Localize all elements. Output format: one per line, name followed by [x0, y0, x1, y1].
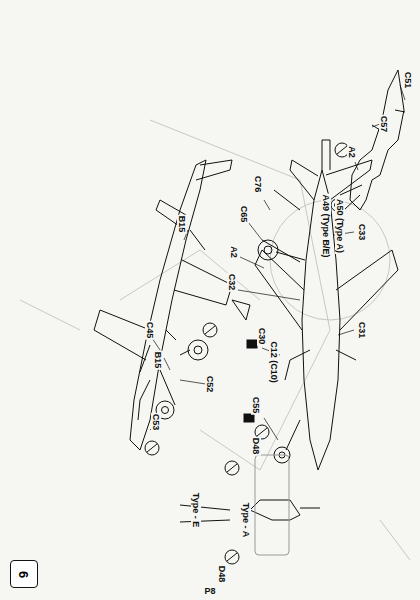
step-number-box: 6: [10, 560, 38, 588]
callout-label: C55: [251, 396, 261, 415]
callout-label: C33: [357, 223, 367, 242]
callout-label: C31: [357, 321, 367, 340]
step-number: 6: [16, 570, 31, 577]
callout-label: C76: [253, 175, 263, 194]
page-number: P8: [203, 586, 216, 596]
callout-label: Type - A: [241, 502, 251, 539]
callout-label: A2: [229, 245, 239, 259]
callout-label: C53: [151, 413, 161, 432]
callout-label: C12 (C10): [269, 340, 279, 384]
callout-label: C51: [403, 71, 413, 90]
callout-label: A2: [347, 145, 357, 159]
callout-label: A50 (Type A): [335, 198, 345, 254]
callout-label: B15: [177, 215, 187, 234]
callout-label: C65: [239, 205, 249, 224]
callout-label: C45: [145, 321, 155, 340]
callout-label: B15: [153, 351, 163, 370]
callout-label: C30: [257, 327, 267, 346]
callout-label: D48: [251, 437, 261, 456]
callout-label: A49 (Type B/E): [321, 194, 331, 259]
callout-label: C32: [227, 273, 237, 292]
callout-label: D48: [217, 565, 227, 584]
callout-label: C52: [205, 375, 215, 394]
callout-label: C57: [379, 115, 389, 134]
callout-label: Type - E: [191, 492, 201, 528]
